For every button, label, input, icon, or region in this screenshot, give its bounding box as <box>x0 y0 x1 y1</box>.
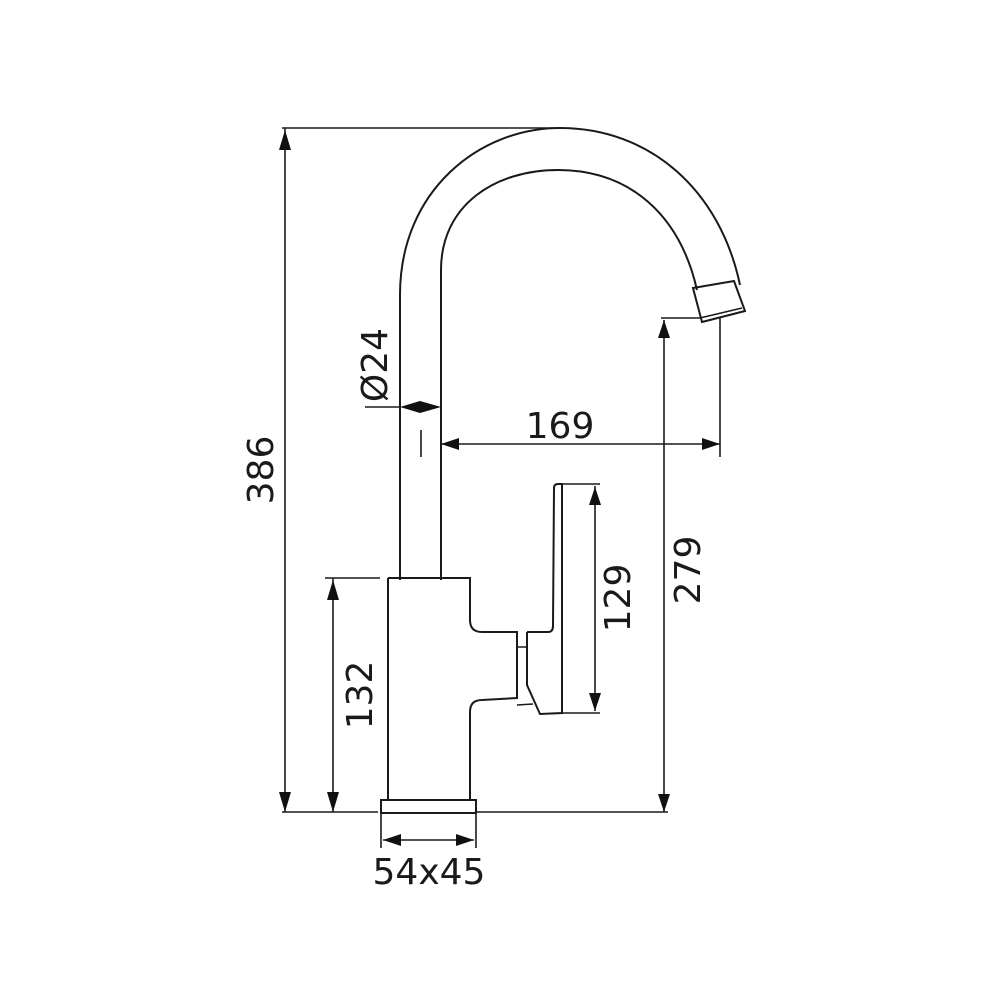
label-handle-height: 129 <box>598 564 639 633</box>
dim-total-height <box>279 127 668 813</box>
spout-inner <box>440 168 698 580</box>
dim-body-height <box>325 577 380 812</box>
label-body-height: 132 <box>340 661 381 730</box>
dim-handle-height <box>562 483 601 714</box>
spout-outer <box>399 126 741 580</box>
dim-base-size <box>380 813 477 848</box>
dim-spout-reach <box>420 318 721 457</box>
dim-outlet-height <box>658 317 700 812</box>
label-spout-diameter: Ø24 <box>355 328 396 402</box>
handle-lever <box>526 483 563 716</box>
label-base-size: 54x45 <box>373 852 486 893</box>
base-plate <box>380 799 477 814</box>
faucet-outline <box>380 126 747 814</box>
handle-connector <box>516 646 534 706</box>
label-spout-reach: 169 <box>526 406 595 447</box>
aerator-edge <box>699 307 743 319</box>
label-outlet-height: 279 <box>668 536 709 605</box>
label-total-height: 386 <box>241 436 282 505</box>
dim-spout-diameter <box>365 401 441 413</box>
aerator <box>691 279 747 324</box>
body <box>387 577 518 800</box>
